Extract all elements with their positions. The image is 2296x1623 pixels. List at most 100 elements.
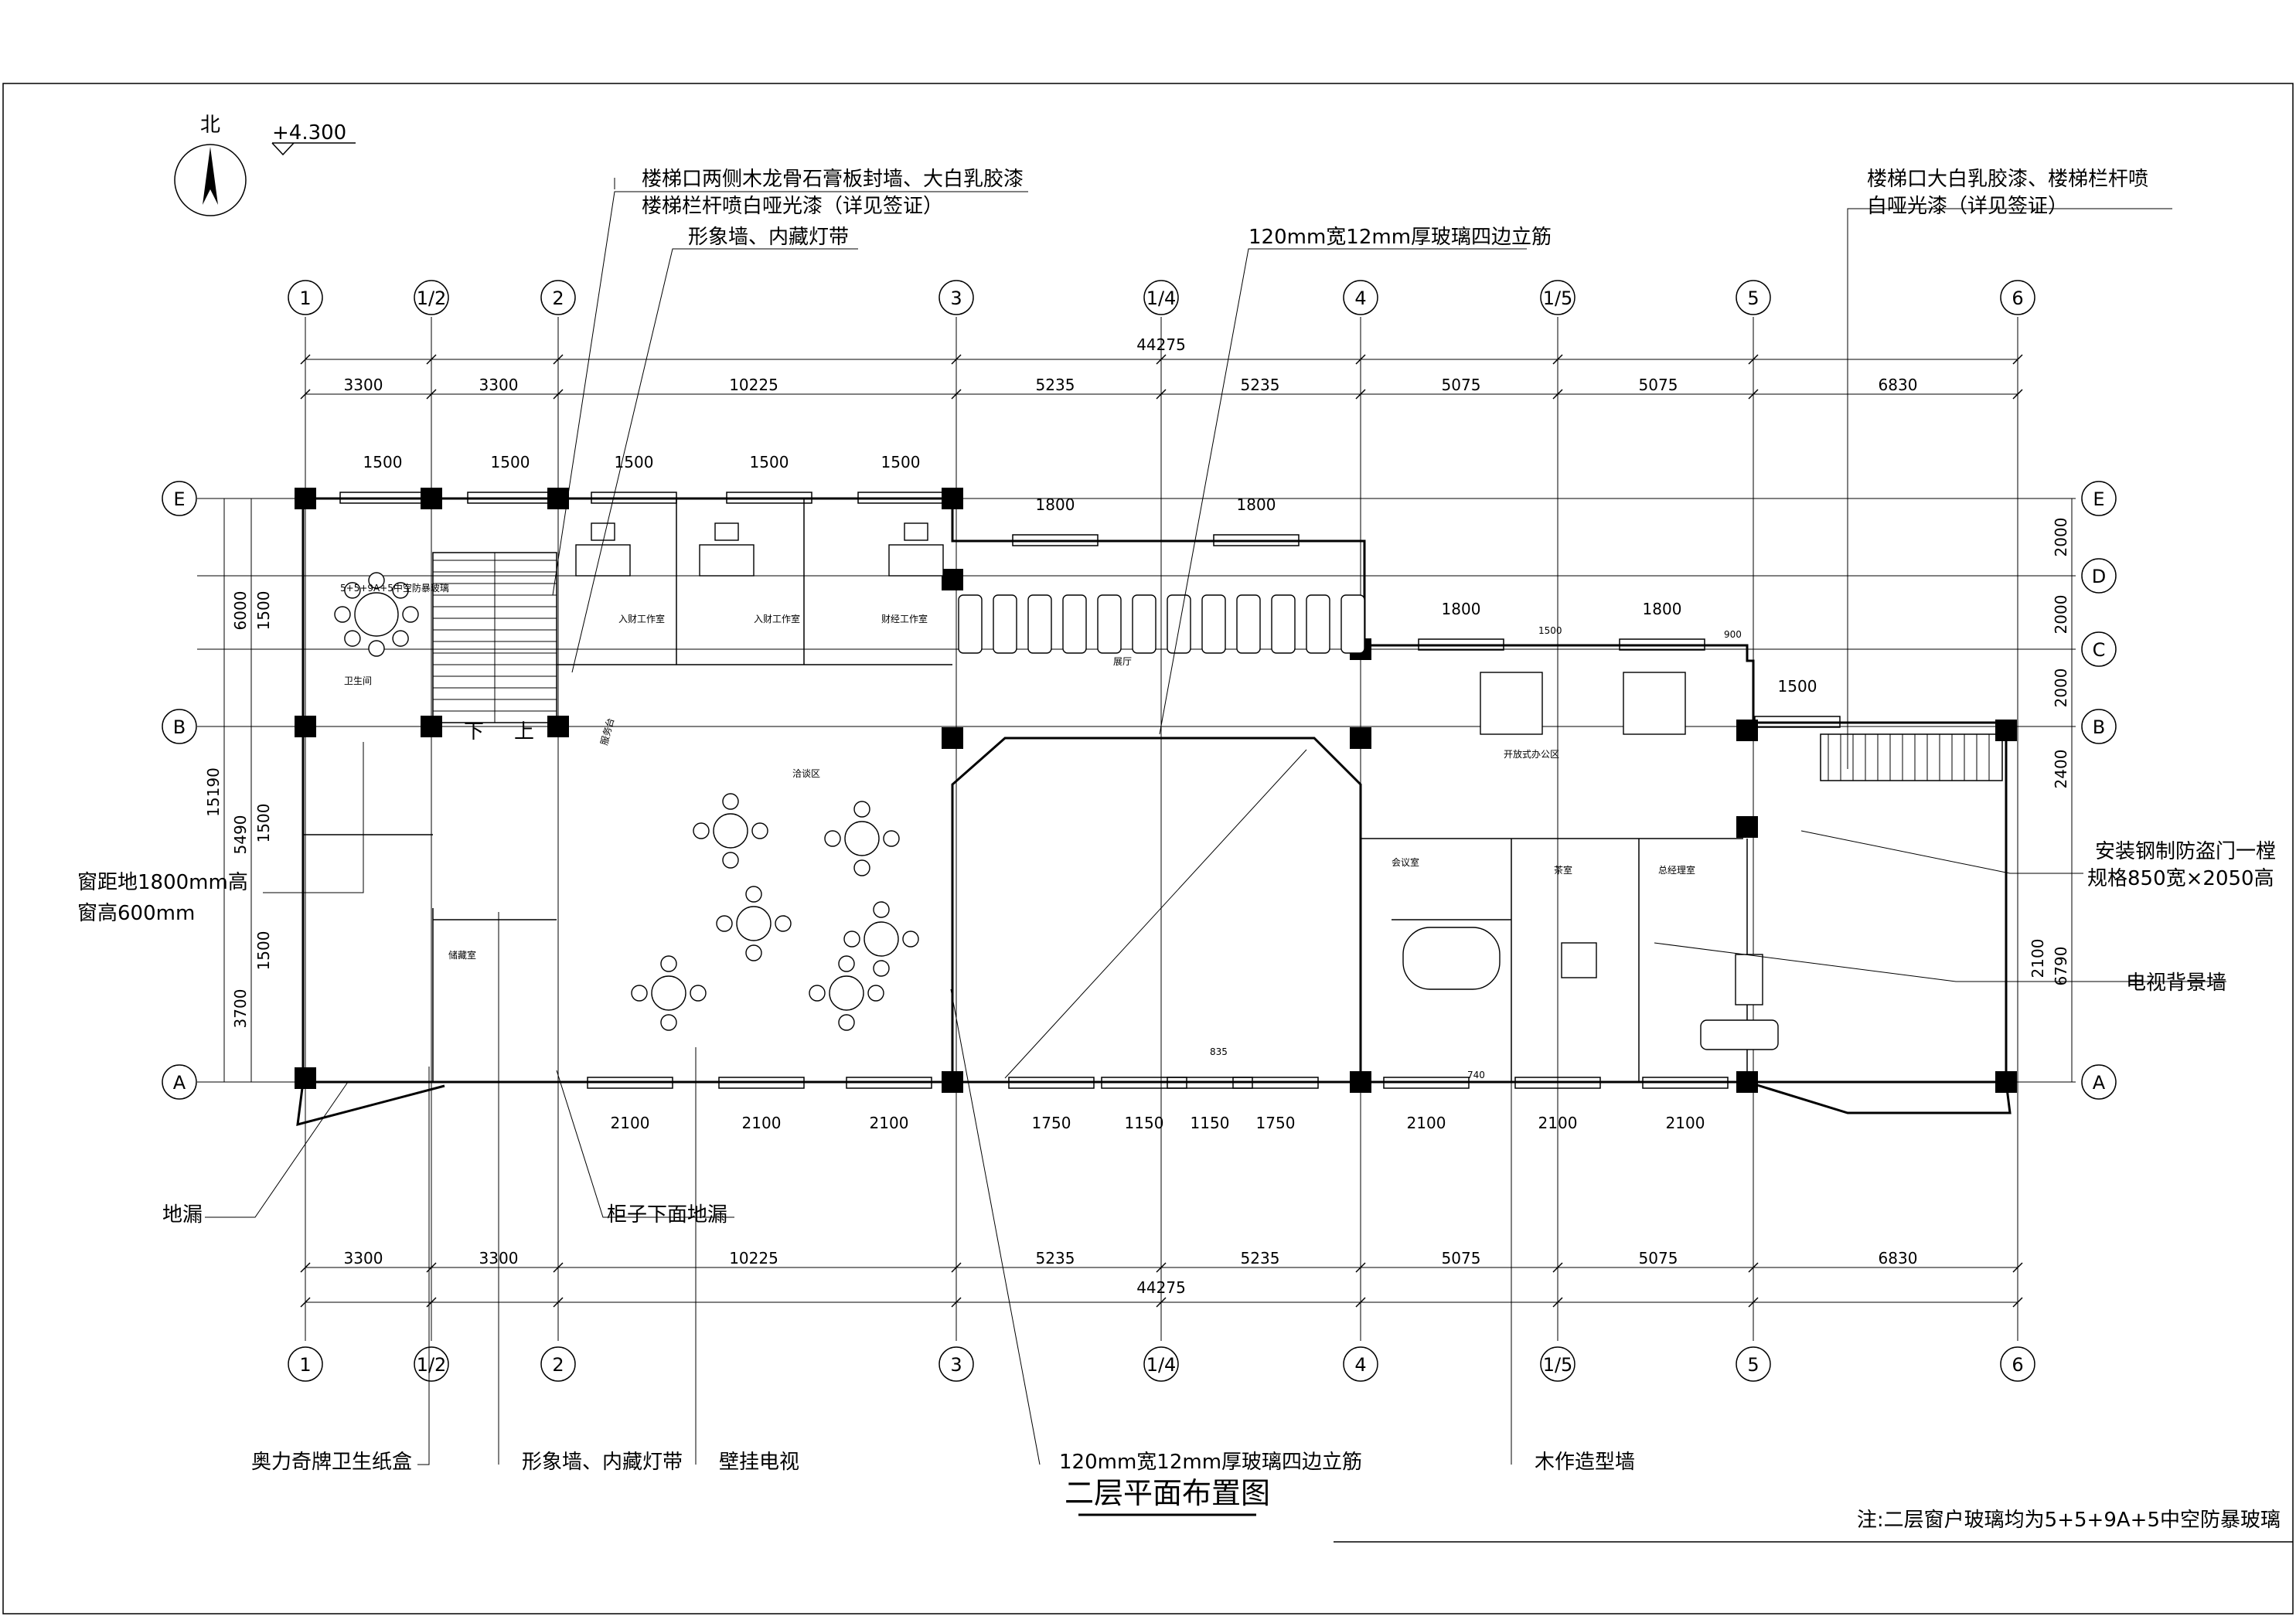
dim-tick [1355,1262,1366,1273]
window-dim-top: 1500 [363,453,403,471]
window-bottom [1232,1077,1319,1089]
dim-tick [1748,389,1759,400]
grid-label: 5 [1747,1354,1759,1376]
annot-feature-wall-bottom: 形象墙、内藏灯带 [522,1451,683,1474]
dim-right-seg0: 2000 [2052,518,2070,557]
window-dim-top: 1800 [1442,600,1481,618]
grid-bubble [1343,1346,1378,1382]
grid-label: 1 [299,1354,311,1376]
dim-tick [1748,354,1759,365]
office-chair [591,522,615,541]
chair [334,606,351,623]
chair [809,985,826,1002]
dim-right-sub: 2100 [2029,939,2047,978]
column [942,727,963,749]
leader-glass-bottom [950,988,1041,1465]
round-table [713,813,748,849]
grid-label: E [2093,488,2104,510]
dim-tick [1748,1297,1759,1308]
dim-tick [300,354,311,365]
window-top [467,492,554,504]
window-dim-top: 1500 [750,453,789,471]
window-spec-label: 5+5+9A+5中空防暴玻璃 [340,582,449,594]
dim-seg-t4: 5235 [1241,376,1280,394]
room-office-1: 入财工作室 [618,613,665,624]
window-bottom [1101,1077,1187,1089]
dim-seg-t3: 5235 [1036,376,1075,394]
grid-bubble [1343,280,1378,315]
meeting-table [1402,927,1501,990]
grid-bubble [540,280,576,315]
leader-tissue [417,1067,430,1465]
dim-tick [2012,354,2023,365]
dim-tick [426,1262,437,1273]
grid-bubble [938,280,974,315]
dim-tick [300,1262,311,1273]
window-dim-bottom: 2100 [1407,1114,1446,1132]
window-dim-bottom: 1750 [1032,1114,1071,1132]
dim-tick [426,389,437,400]
chair [344,630,361,647]
drawing-title: 二层平面布置图 [1065,1476,1270,1510]
north-label: 北 [200,114,220,137]
chair [883,830,900,847]
column [547,488,569,509]
column [421,716,442,737]
window-top [1012,534,1099,546]
annot-floor-drain: 地漏 [162,1203,203,1227]
round-table [864,921,899,957]
grid-label: B [2093,716,2105,738]
column [942,1071,963,1093]
grid-label: 6 [2012,1354,2023,1376]
dim-seg-b0: 3300 [344,1249,383,1267]
chair [751,822,768,839]
chair [722,852,739,869]
chair [745,944,762,961]
chair [838,1014,855,1031]
chair [745,886,762,903]
column [1736,1071,1758,1093]
annot-tissue-box: 奥力奇牌卫生纸盒 [251,1451,412,1474]
dim-tick [300,1297,311,1308]
lounge-seat [1132,594,1157,654]
column [1736,816,1758,838]
window-bottom [846,1077,932,1089]
east-wall [1753,721,2008,1082]
dimension-chains: 44275 44275 3300 3300 10225 5235 5235 50… [204,335,2073,1308]
workstation [1623,672,1686,735]
dim-tick [1552,354,1563,365]
window-dim-bottom: 2100 [1666,1114,1705,1132]
misc-dim: 900 [1724,629,1742,640]
room-lobby: 展厅 [1113,656,1132,667]
elevation-value: +4.300 [272,121,346,145]
room-tea: 茶室 [1554,864,1572,876]
window-dim-bottom: 2100 [742,1114,782,1132]
grid-label: D [2092,566,2106,587]
window-bottom [1642,1077,1729,1089]
round-table [354,592,399,637]
window-top [1213,534,1300,546]
dim-tick [1748,1262,1759,1273]
dim-tick [1156,354,1167,365]
grid-bubble [414,1346,449,1382]
elevation-mark: +4.300 [271,121,356,156]
desk [575,544,631,577]
dim-tick [1552,1262,1563,1273]
grid-label: 4 [1354,288,1366,309]
window-dim-bottom: 1750 [1256,1114,1296,1132]
lounge-seat [1027,594,1052,654]
window-top [1418,638,1504,651]
window-dim-bottom: 1150 [1191,1114,1230,1132]
grid-bubble [162,1064,197,1100]
sw-bay [296,1081,445,1127]
columns [295,488,2017,1093]
dim-left-sub2: 1500 [254,931,273,971]
atrium-void [951,737,1362,1084]
grid-label: 5 [1747,288,1759,309]
misc-dim: 835 [1210,1046,1228,1057]
chair [402,606,419,623]
chair [716,915,733,932]
dim-tick [426,354,437,365]
grid-bubble [540,1346,576,1382]
window-bottom [1167,1077,1253,1089]
